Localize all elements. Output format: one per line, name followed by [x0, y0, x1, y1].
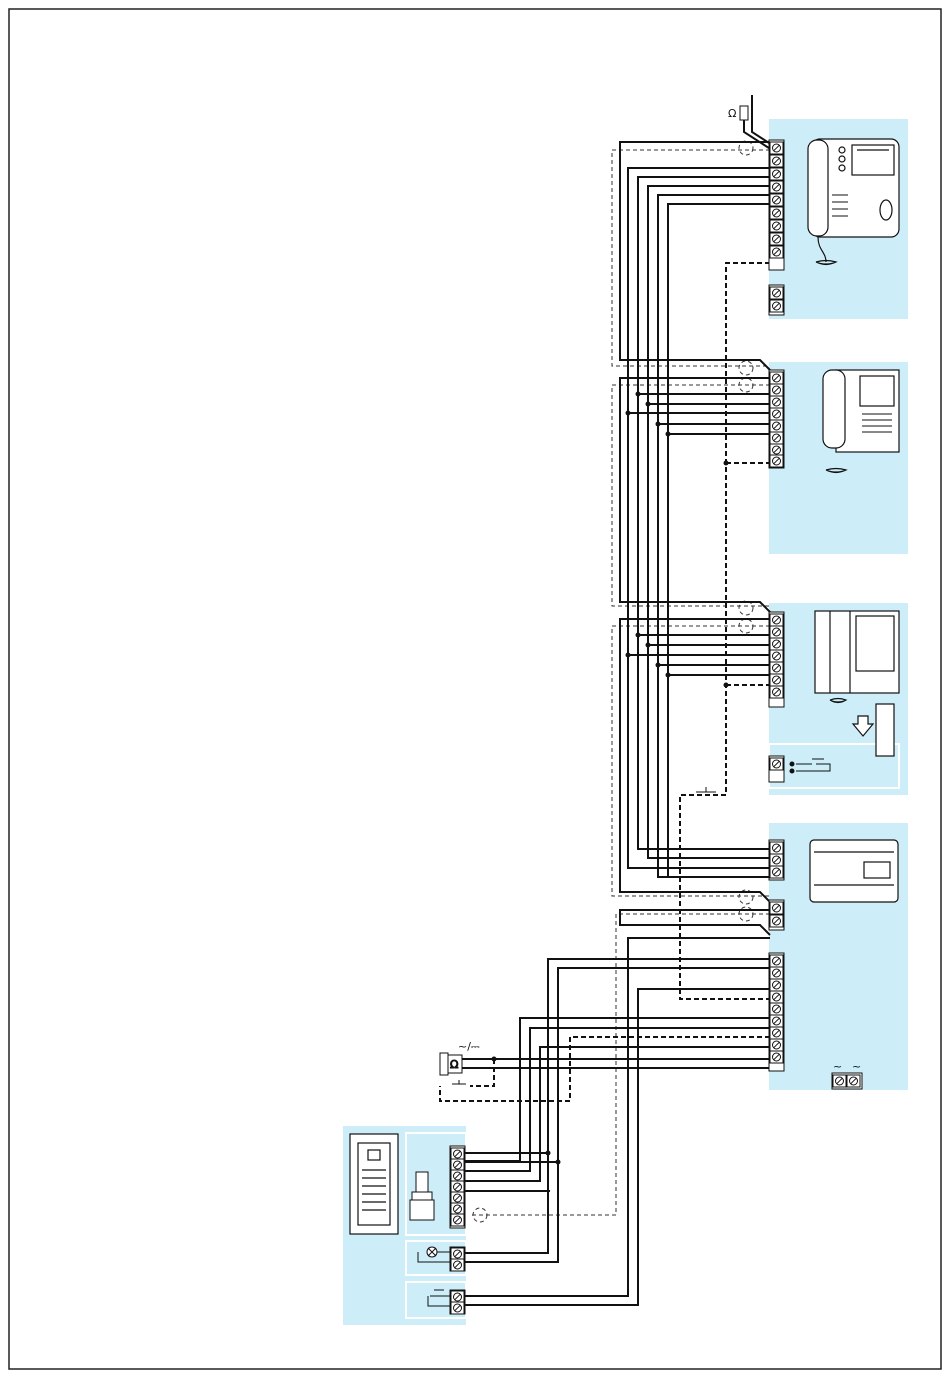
resistor-symbol: Ω [728, 107, 736, 120]
terminal-block-power-supply [769, 840, 784, 1071]
terminal-block-monitor-2 [769, 370, 784, 468]
resistor-icon: Ω [728, 106, 748, 120]
terminal-block-monitor-1 [769, 140, 784, 315]
junction-dots [492, 392, 729, 1165]
terminal-block-monitor-3 [769, 612, 784, 782]
exit-button-icon [452, 1080, 466, 1084]
mains-label-right: ~ [852, 1060, 861, 1073]
door-panel-icon [350, 1134, 398, 1234]
lock-symbol: Ω [450, 1058, 458, 1071]
device-panels [343, 119, 908, 1325]
door-lock-icon: Ω [440, 1053, 462, 1075]
call-wires [440, 263, 770, 1101]
power-supply-icon [810, 840, 898, 902]
mains-label-left: ~ [833, 1060, 842, 1073]
power-symbol: ~/⎓ [458, 1040, 480, 1053]
riser-wires [448, 95, 780, 1305]
call-button-icon [696, 787, 716, 792]
